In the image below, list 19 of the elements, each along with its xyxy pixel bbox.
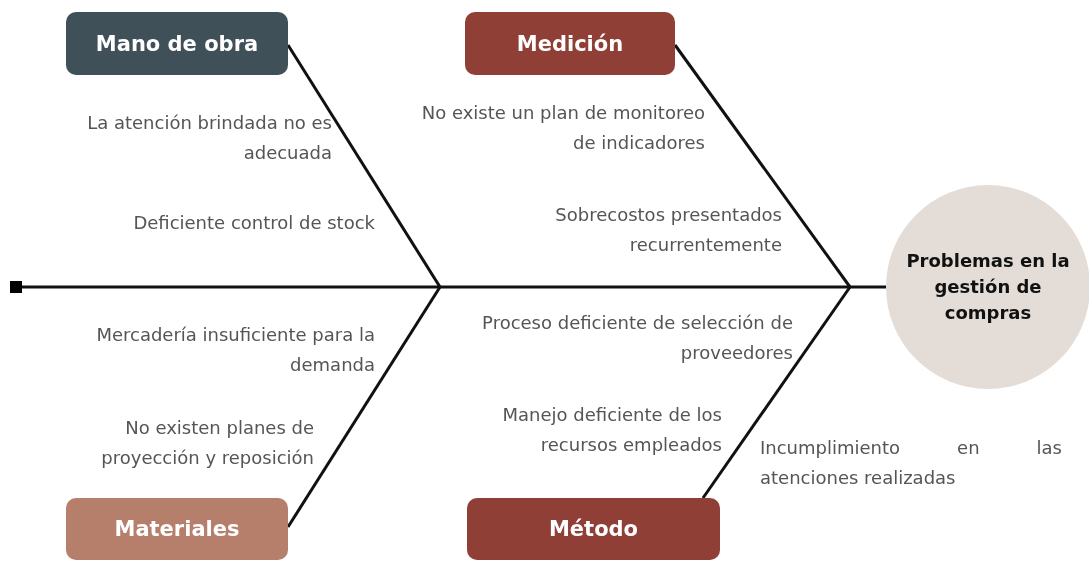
- cause-text: Incumplimiento en las atenciones realizadas: [760, 436, 1062, 490]
- cause-text: Mercadería insuficiente para la demanda: [95, 323, 375, 377]
- cause-text: Sobrecostos presentados recurrentemente: [554, 203, 782, 257]
- category-box: Mano de obra: [66, 12, 288, 75]
- category-box: Medición: [465, 12, 675, 75]
- bone-line: [701, 286, 852, 499]
- cause-text: No existe un plan de monitoreo de indicadores: [420, 101, 705, 155]
- cause-text: No existen planes de proyección y reposición: [100, 416, 314, 470]
- category-box: Materiales: [66, 498, 288, 560]
- cause-text: Proceso deficiente de selección de proveedores: [481, 311, 793, 365]
- bone-line: [286, 286, 442, 528]
- cause-text: Deficiente control de stock: [132, 211, 375, 235]
- problem-circle: Problemas en la gestión de compras: [886, 185, 1089, 389]
- cause-text: La atención brindada no es adecuada: [86, 111, 332, 165]
- bone-line: [286, 44, 442, 288]
- spine-line: [10, 281, 886, 293]
- category-box: Método: [467, 498, 720, 560]
- bone-line: [673, 44, 852, 288]
- cause-text: Manejo deficiente de los recursos empleados: [501, 403, 722, 457]
